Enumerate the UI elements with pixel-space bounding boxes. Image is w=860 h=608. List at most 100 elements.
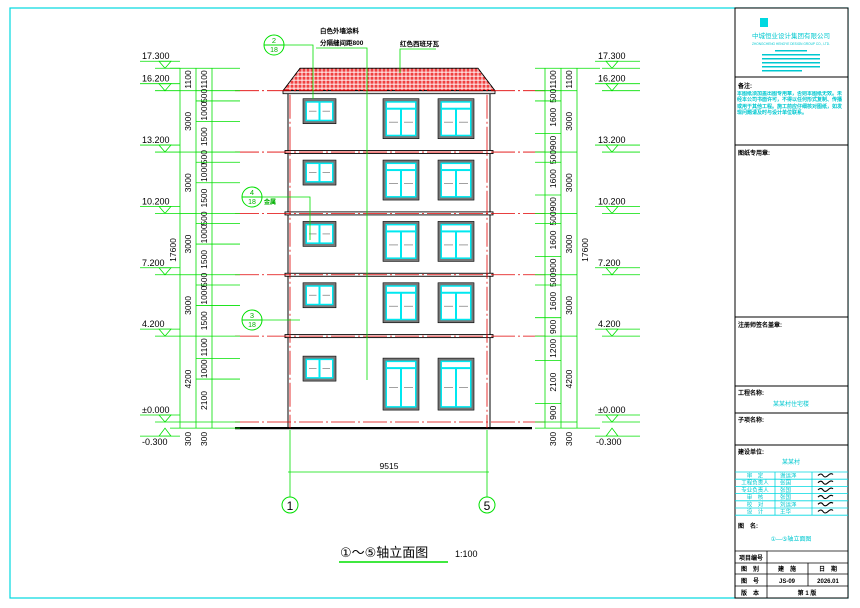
- company-name-en: ZHONGCHENG HENGYE DESIGN GROUP CO., LTD.: [752, 42, 830, 46]
- level-marker: 10.200 10.200: [140, 196, 640, 215]
- plinth-dim: 300: [183, 432, 193, 446]
- dim-text: 1100: [183, 70, 193, 89]
- window: [302, 159, 337, 186]
- level-label: -0.300: [596, 437, 622, 447]
- date-value: 2026.01: [817, 579, 839, 585]
- level-label: 17.300: [598, 51, 626, 61]
- dim-text: 1000: [199, 359, 209, 378]
- level-label: 4.200: [142, 319, 165, 329]
- window: [382, 357, 420, 411]
- plinth-dim: 300: [199, 432, 209, 446]
- signature-mark: [817, 480, 834, 485]
- staff-name: 张国: [780, 479, 792, 487]
- staff-role: 专业负责人: [741, 486, 769, 494]
- dim-text: 1100: [199, 70, 209, 89]
- company-name: 中城恒业设计集团有限公司: [752, 31, 830, 40]
- level-label: 4.200: [598, 319, 621, 329]
- dim-text: 3000: [564, 296, 574, 315]
- dim-text: 3000: [183, 112, 193, 131]
- level-label: 16.200: [142, 74, 170, 84]
- axis-label-1: 1: [287, 499, 294, 513]
- signature-label: 注册师签名盖章:: [738, 321, 782, 329]
- dim-text: 1500: [199, 127, 209, 146]
- sheet-no-label: 图 号: [741, 577, 759, 585]
- level-label: 10.200: [598, 196, 626, 206]
- wall-note-2: 分隔缝间距800: [320, 38, 364, 47]
- dim-text: 500: [548, 150, 558, 164]
- plinth-dim: 300: [564, 432, 574, 446]
- dim-text: 1000: [199, 101, 209, 120]
- detail-ref-note: 金属: [263, 198, 276, 206]
- dim-text: 500: [199, 211, 209, 225]
- window: [382, 221, 420, 262]
- total-height-right: 17600: [580, 238, 590, 262]
- signature-mark: [817, 494, 834, 500]
- dim-text: 4200: [183, 369, 193, 388]
- level-marker: 4.200 4.200: [140, 319, 640, 337]
- remarks-text: 本图纸须加盖出图专用章，否则本图纸无效。未经本公司书面许可，不得以任何形式复制、…: [737, 91, 843, 117]
- stamp-label: 图纸专用章:: [738, 149, 770, 157]
- dim-text: 2100: [548, 372, 558, 391]
- level-label: 10.200: [142, 196, 170, 206]
- detail-ref-3: 3 18: [241, 309, 300, 331]
- remarks-label: 备注:: [737, 82, 752, 90]
- detail-ref-sheet: 18: [248, 199, 256, 206]
- date-label: 日 期: [819, 565, 837, 573]
- dim-text: 1500: [199, 188, 209, 207]
- subitem-label: 子项名称:: [738, 416, 764, 424]
- sheet-no-value: JS-09: [779, 579, 796, 585]
- category-value: 建 施: [778, 565, 796, 573]
- detail-ref-sheet: 18: [248, 322, 256, 329]
- dim-text: 1500: [199, 311, 209, 330]
- window: [382, 159, 420, 201]
- project-label: 工程名称:: [738, 389, 764, 397]
- dim-text: 3000: [564, 173, 574, 192]
- dim-text: 900: [548, 320, 558, 334]
- detail-ref-number: 3: [250, 311, 254, 320]
- staff-name: 谢运泽: [780, 472, 797, 480]
- total-height-left: 17600: [168, 238, 178, 262]
- window: [302, 98, 337, 125]
- axis-label-5: 5: [484, 499, 491, 513]
- staff-role: 设 计: [747, 508, 764, 516]
- window: [437, 98, 475, 140]
- window: [437, 357, 475, 411]
- dimension-lines: 1100300030003000300042001100500100015005…: [140, 51, 640, 447]
- window: [437, 159, 475, 201]
- staff-role: 审 定: [747, 472, 764, 480]
- client-value: 某某村: [782, 458, 800, 466]
- dim-text: 1600: [548, 169, 558, 188]
- dim-text: 3000: [564, 112, 574, 131]
- detail-ref-number: 4: [250, 188, 254, 197]
- dim-text: 3000: [183, 234, 193, 253]
- roof-note: 红色西班牙瓦: [400, 39, 440, 48]
- window: [302, 221, 337, 247]
- dim-text: 2100: [199, 391, 209, 410]
- dim-text: 900: [548, 197, 558, 211]
- window: [382, 98, 420, 140]
- axis-markers: 9515 1 5: [281, 430, 496, 514]
- dim-text: 3000: [183, 296, 193, 315]
- window: [302, 282, 337, 309]
- elevation-drawing: [235, 67, 545, 430]
- tile-roof: [282, 67, 496, 95]
- dim-text: 1100: [548, 70, 558, 89]
- signature-mark: [817, 501, 834, 507]
- signature-mark: [817, 487, 834, 492]
- project-value: 某某村住宅楼: [773, 400, 809, 408]
- dim-text: 500: [548, 273, 558, 287]
- window: [382, 282, 420, 324]
- dim-text: 500: [548, 88, 558, 102]
- staff-name: 王华: [780, 508, 792, 516]
- staff-name: 刘运泽: [780, 500, 797, 508]
- client-label: 建设单位:: [738, 448, 764, 456]
- dim-text: 500: [199, 150, 209, 164]
- sheet-info-table: [735, 550, 848, 598]
- wall-note-1: 白色外墙涂料: [320, 26, 360, 35]
- drawing-title-text: ①～⑤轴立面图: [340, 545, 428, 560]
- dim-text: 3000: [183, 173, 193, 192]
- version-value: 第 1 版: [797, 589, 817, 597]
